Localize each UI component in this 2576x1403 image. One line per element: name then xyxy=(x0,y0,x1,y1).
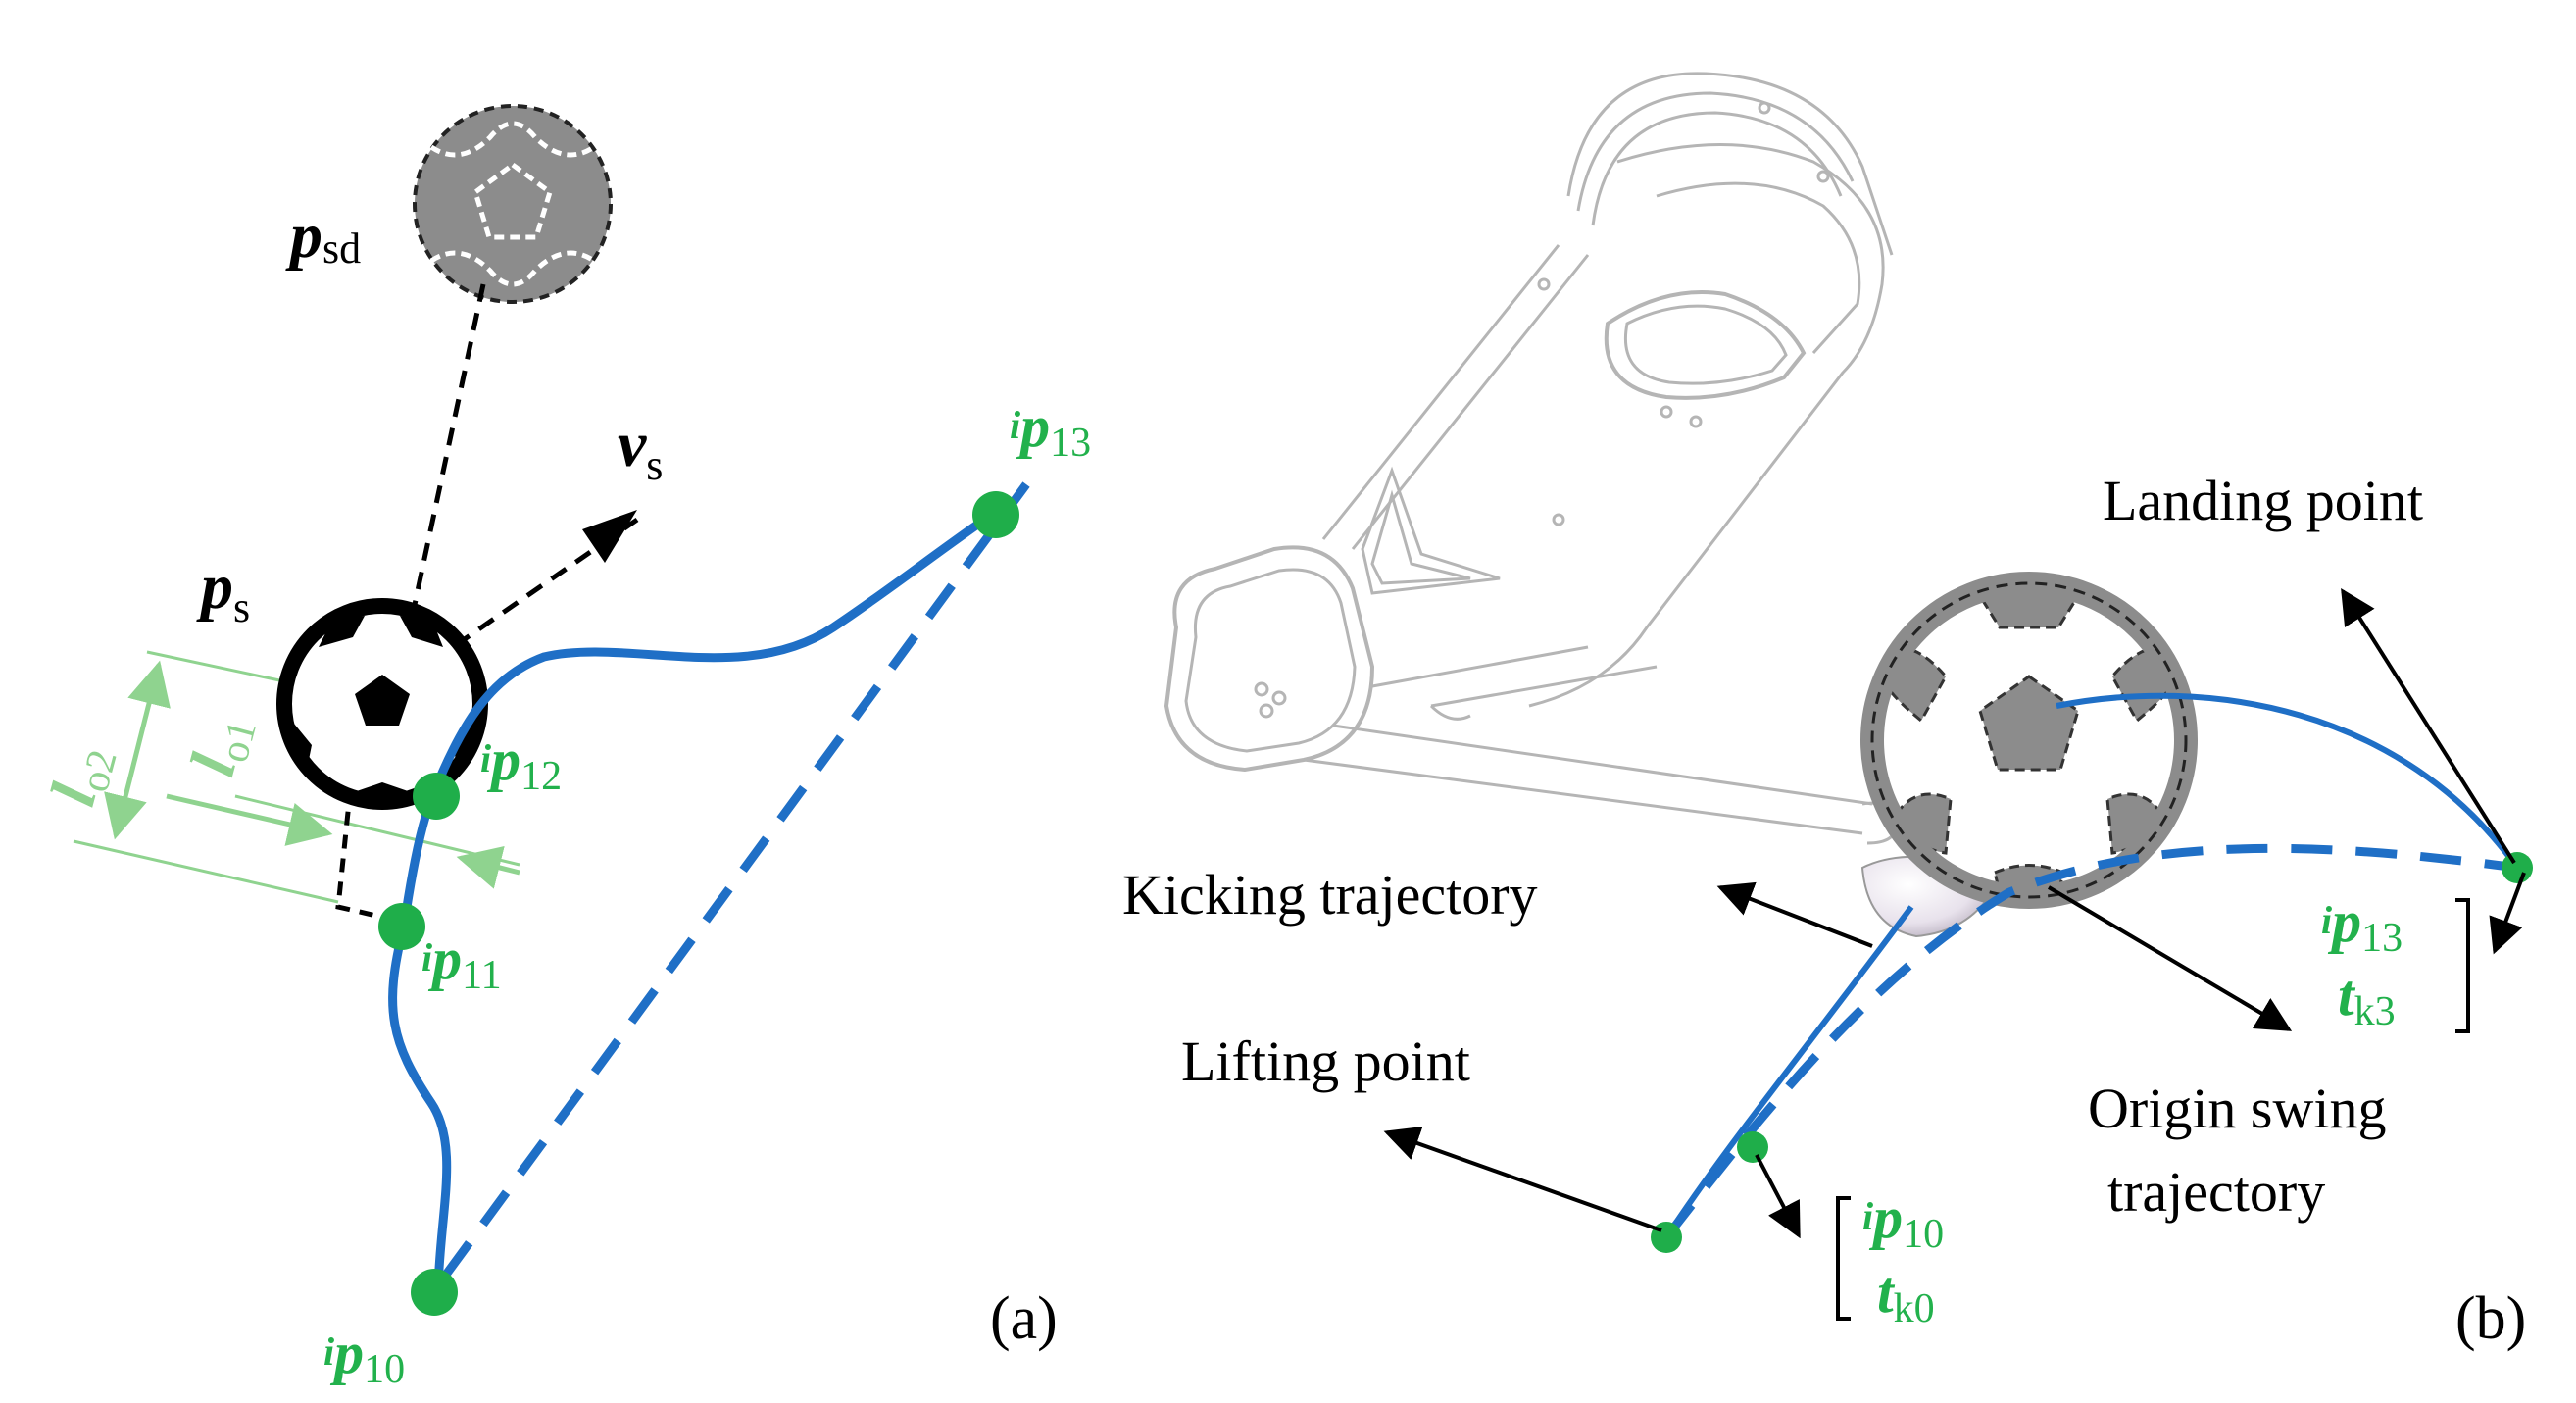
panel-a: psd vs ps lo1 lo2 ip12 ip11 ip13 ip10 (a… xyxy=(37,104,1091,1392)
velocity-arrow xyxy=(380,517,639,699)
robot-leg-drawing xyxy=(1164,72,1899,845)
label-l-o1: lo1 xyxy=(176,707,266,783)
p10-arrow xyxy=(1755,1154,1801,1239)
label-v-s: vs xyxy=(618,409,663,489)
ball-icon xyxy=(276,598,488,810)
origin-swing-trajectory-b xyxy=(1662,843,2518,1240)
ball-icon-b xyxy=(1860,572,2198,909)
origin-swing-label-line1: Origin swing xyxy=(2088,1077,2387,1140)
landing-point-label: Landing point xyxy=(2103,469,2423,532)
waypoint-p13-a xyxy=(972,491,1019,538)
label-p-s: ps xyxy=(196,551,250,631)
p13-arrow xyxy=(2489,872,2526,955)
waypoint-p10-a xyxy=(411,1269,458,1316)
label-p13-a: ip13 xyxy=(1010,394,1091,466)
offset-corner-line xyxy=(335,764,403,925)
lifting-point-arrow xyxy=(1383,1126,1662,1232)
label-tk0: tk0 xyxy=(1877,1260,1935,1331)
offset-dimensions xyxy=(73,650,520,904)
kicking-trajectory-arrow xyxy=(1716,881,1873,948)
label-p11-a: ip11 xyxy=(421,927,502,998)
kicking-trajectory-label: Kicking trajectory xyxy=(1122,863,1538,927)
lifting-point-label: Lifting point xyxy=(1181,1029,1470,1093)
p10-bracket xyxy=(1836,1196,1851,1321)
origin-swing-trajectory-a xyxy=(442,477,1033,1278)
label-p10-b: ip10 xyxy=(1862,1185,1944,1257)
origin-swing-label-line2: trajectory xyxy=(2107,1160,2325,1224)
kicking-trajectory-b xyxy=(1663,905,1914,1239)
label-l-o2: lo2 xyxy=(37,737,126,814)
ball-flight-trajectory xyxy=(2056,692,2520,870)
velocity-arrowhead xyxy=(582,510,637,563)
label-p13-b: ip13 xyxy=(2321,889,2403,961)
label-tk3: tk3 xyxy=(2338,963,2396,1034)
landing-point-arrow xyxy=(2341,587,2516,865)
waypoint-p11-a xyxy=(378,903,425,950)
landing-point-marker xyxy=(2502,852,2533,883)
target-direction-line xyxy=(392,283,486,697)
caption-b: (b) xyxy=(2455,1285,2526,1352)
panel-b: Landing point Kicking trajectory Lifting… xyxy=(1122,72,2533,1352)
waypoint-p10-b xyxy=(1737,1131,1768,1163)
label-p10-a: ip10 xyxy=(323,1321,405,1392)
p13-bracket xyxy=(2455,898,2470,1033)
waypoint-p12-a xyxy=(413,773,460,820)
kicking-trajectory-a xyxy=(388,508,999,1293)
caption-a: (a) xyxy=(990,1285,1058,1352)
label-p-sd: psd xyxy=(285,200,361,273)
origin-swing-arrow xyxy=(2047,885,2293,1031)
desired-ball-icon xyxy=(413,104,613,304)
label-p12-a: ip12 xyxy=(480,727,562,799)
